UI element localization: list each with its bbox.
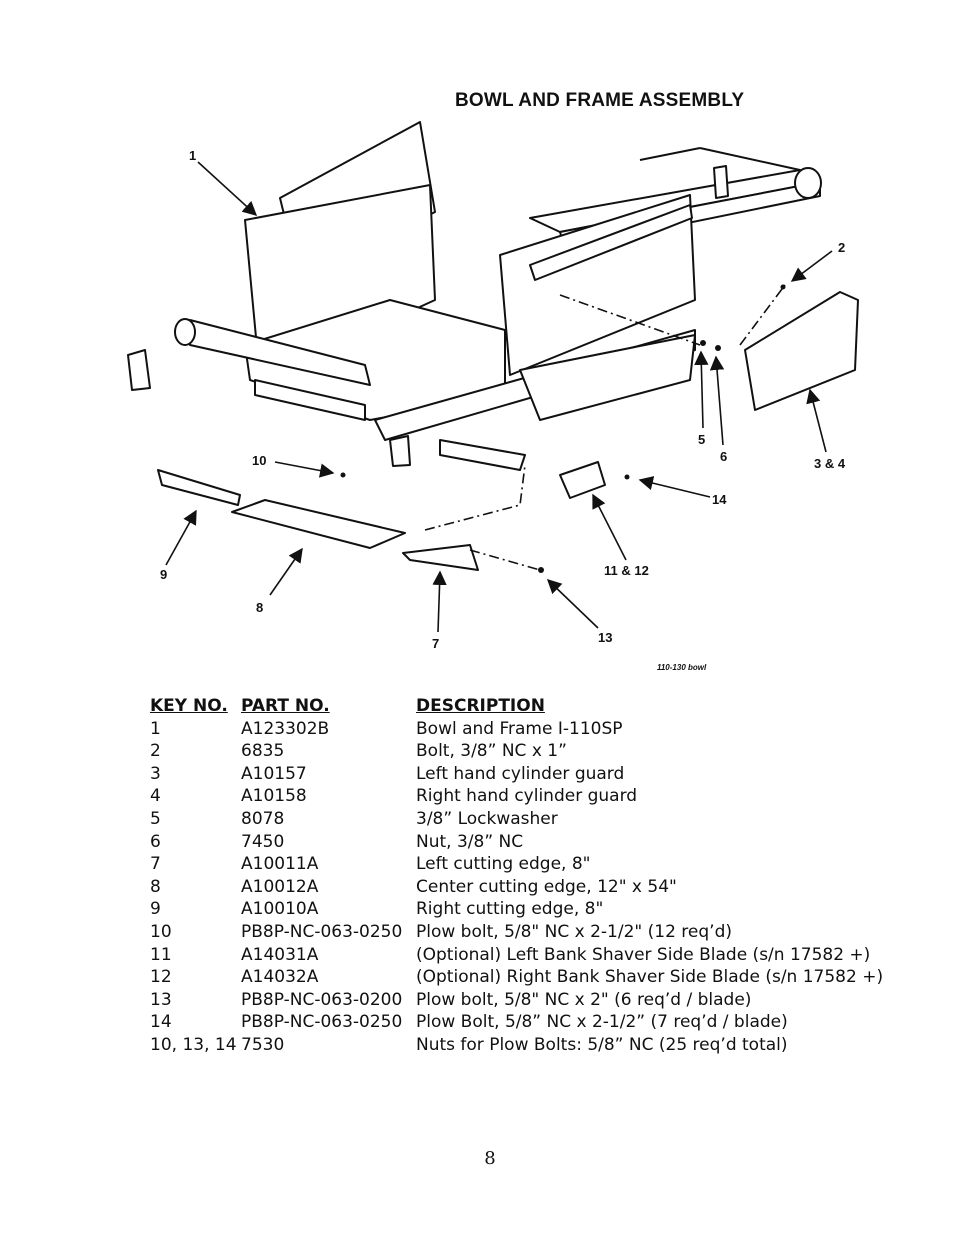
description: Plow bolt, 5/8" NC x 2" (6 req’d / blade… bbox=[416, 989, 752, 1010]
callout-8: 8 bbox=[256, 600, 263, 615]
description: Plow Bolt, 5/8” NC x 2-1/2” (7 req’d / b… bbox=[416, 1012, 788, 1033]
description: Left hand cylinder guard bbox=[416, 763, 625, 784]
part-no: 8078 bbox=[241, 808, 285, 829]
figure-id: 110-130 bowl bbox=[657, 663, 707, 672]
part-no: 7530 bbox=[241, 1034, 285, 1055]
key-no: 6 bbox=[150, 831, 161, 852]
key-no: 10 bbox=[150, 921, 172, 942]
diagram-title: BOWL AND FRAME ASSEMBLY bbox=[455, 90, 745, 111]
bowl-frame-exploded-diagram: 1 2 3 & 4 5 6 7 8 9 10 11 & 12 13 14 110… bbox=[127, 121, 859, 672]
key-no: 5 bbox=[150, 808, 161, 829]
key-no: 3 bbox=[150, 763, 161, 784]
description: (Optional) Right Bank Shaver Side Blade … bbox=[416, 967, 884, 988]
key-no: 8 bbox=[150, 876, 161, 897]
part-no: PB8P-NC-063-0250 bbox=[241, 921, 403, 942]
part-no: A10011A bbox=[241, 854, 319, 875]
key-no: 14 bbox=[150, 1012, 172, 1033]
description: Center cutting edge, 12" x 54" bbox=[416, 876, 677, 897]
part-no: A10157 bbox=[241, 763, 307, 784]
callout-13: 13 bbox=[598, 630, 612, 645]
key-no: 9 bbox=[150, 899, 161, 920]
description: Right cutting edge, 8" bbox=[416, 899, 604, 920]
header-part-no: PART NO. bbox=[241, 696, 330, 716]
key-no: 7 bbox=[150, 854, 161, 875]
key-no: 1 bbox=[150, 718, 161, 739]
description: Nut, 3/8” NC bbox=[416, 831, 524, 852]
part-no: 7450 bbox=[241, 831, 285, 852]
callout-1: 1 bbox=[189, 148, 196, 163]
callout-6: 6 bbox=[720, 449, 727, 464]
part-no: PB8P-NC-063-0250 bbox=[241, 1012, 403, 1033]
part-no: A10158 bbox=[241, 786, 307, 807]
key-no: 2 bbox=[150, 741, 161, 762]
description: Bowl and Frame I-110SP bbox=[416, 718, 623, 739]
callout-9: 9 bbox=[160, 567, 167, 582]
callout-14: 14 bbox=[712, 492, 727, 507]
callout-7: 7 bbox=[432, 636, 439, 651]
key-no: 4 bbox=[150, 786, 161, 807]
callout-11-12: 11 & 12 bbox=[604, 563, 649, 578]
description: Nuts for Plow Bolts: 5/8” NC (25 req’d t… bbox=[416, 1034, 788, 1055]
part-no: A10012A bbox=[241, 876, 319, 897]
description: Right hand cylinder guard bbox=[416, 786, 638, 807]
callout-10: 10 bbox=[252, 453, 266, 468]
part-no: A123302B bbox=[241, 718, 330, 739]
key-no: 10, 13, 14 bbox=[150, 1034, 237, 1055]
description: Bolt, 3/8” NC x 1” bbox=[416, 741, 567, 762]
page-number: 8 bbox=[484, 1148, 496, 1169]
header-description: DESCRIPTION bbox=[416, 696, 545, 716]
part-no: A14031A bbox=[241, 944, 319, 965]
description: 3/8” Lockwasher bbox=[416, 808, 558, 829]
description: Left cutting edge, 8" bbox=[416, 854, 591, 875]
description: (Optional) Left Bank Shaver Side Blade (… bbox=[416, 944, 871, 965]
callout-5: 5 bbox=[698, 432, 705, 447]
header-key-no: KEY NO. bbox=[150, 696, 228, 716]
key-no: 12 bbox=[150, 967, 172, 988]
key-no: 13 bbox=[150, 989, 172, 1010]
callout-3-4: 3 & 4 bbox=[814, 456, 846, 471]
part-no: PB8P-NC-063-0200 bbox=[241, 989, 403, 1010]
description: Plow bolt, 5/8" NC x 2-1/2" (12 req’d) bbox=[416, 921, 733, 942]
callout-2: 2 bbox=[838, 240, 845, 255]
part-no: A14032A bbox=[241, 967, 319, 988]
part-no: A10010A bbox=[241, 899, 319, 920]
key-no: 11 bbox=[150, 944, 172, 965]
part-no: 6835 bbox=[241, 741, 285, 762]
